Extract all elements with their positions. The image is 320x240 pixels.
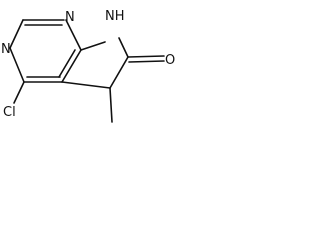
bond-c7a-n1 — [65, 19, 82, 51]
bond-c2-n3 — [9, 19, 24, 49]
bond-c4-cl — [13, 81, 25, 104]
bond-n3-c4 — [9, 47, 25, 83]
atom-label-cl: Cl — [3, 105, 16, 120]
pyrrolone-ring — [61, 37, 129, 89]
chemical-structure: N N NH O Cl — [1, 9, 175, 123]
pyrimidine-ring — [9, 19, 82, 83]
atom-label-o: O — [165, 53, 175, 68]
bond-c4a-c7a-double — [58, 49, 76, 78]
substituents — [13, 55, 165, 123]
bond-nh-c6 — [118, 37, 129, 58]
atom-label-n3: N — [1, 42, 11, 57]
bond-c7a-nh — [80, 41, 106, 51]
bond-c5-c4a — [61, 81, 111, 89]
bond-c6-c5 — [109, 56, 129, 89]
atom-label-nh: NH — [105, 9, 125, 24]
bond-c5-methyl — [109, 87, 113, 123]
bond-c6-o-double — [128, 60, 165, 63]
atom-label-n1: N — [65, 10, 75, 25]
bond-c4a-c7a — [61, 49, 82, 83]
bond-c6-o — [127, 55, 165, 58]
